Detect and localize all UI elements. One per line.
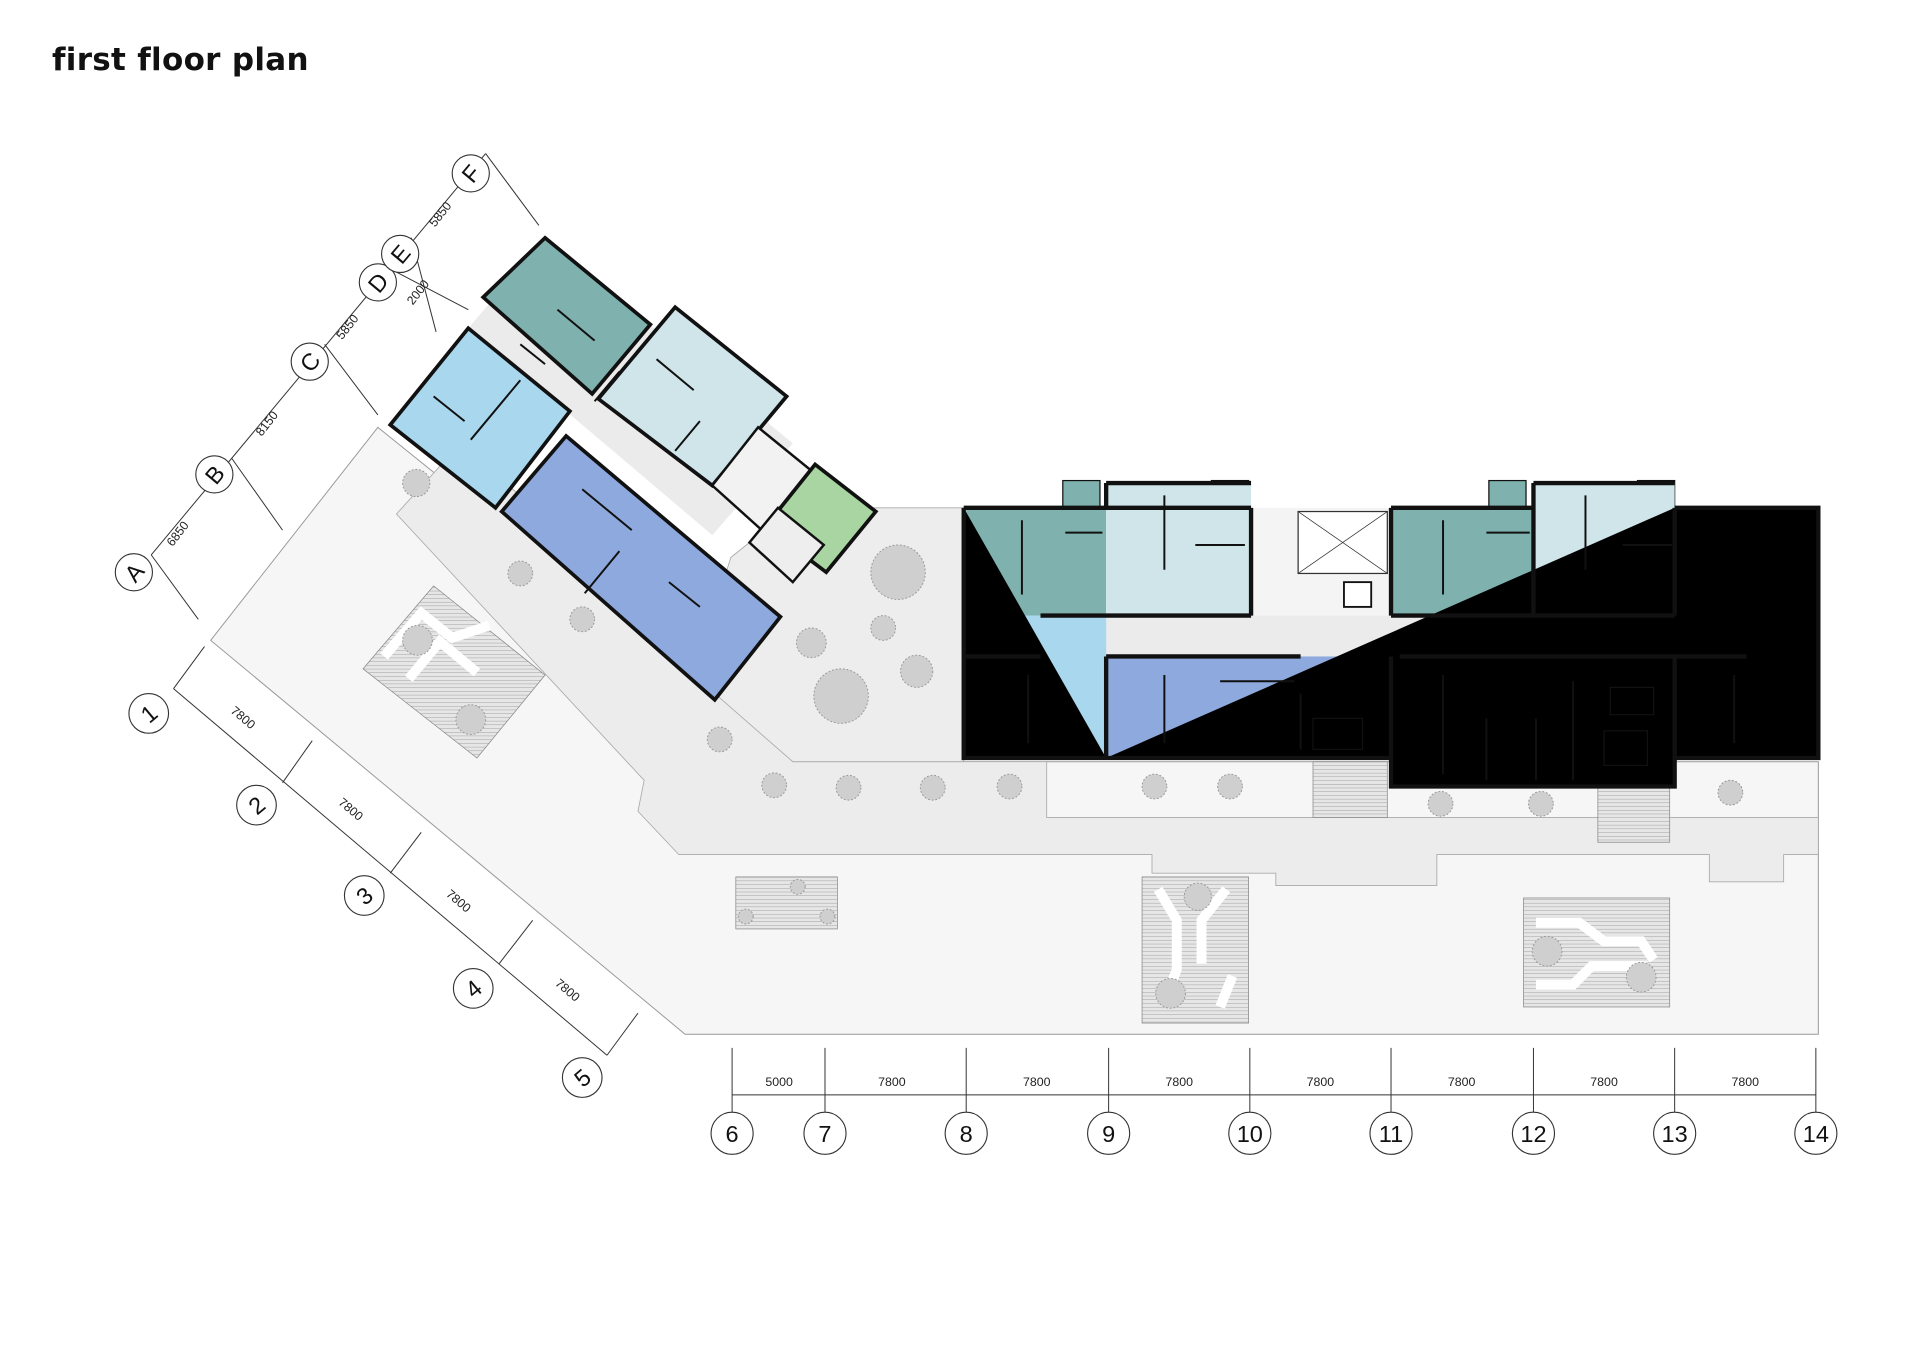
- dimension-label: 7800: [443, 887, 473, 915]
- svg-text:11: 11: [1379, 1121, 1403, 1147]
- axis-grid-lower: 1 2 3 4 5 7800 7800 7800 7800: [128, 646, 639, 1098]
- dimension-label: 7800: [228, 704, 258, 732]
- dimension-label: 7800: [1731, 1075, 1759, 1089]
- page-title: first floor plan: [52, 42, 309, 78]
- apartment-blue: [499, 433, 783, 703]
- axis-bubble-E: E: [381, 234, 420, 274]
- dimension-label: 7800: [1590, 1075, 1618, 1089]
- dimension-label: 7800: [1165, 1075, 1193, 1089]
- apartment-teal: [480, 235, 653, 397]
- axis-bubble-7: 7: [803, 1111, 847, 1155]
- balcony: [1488, 479, 1527, 509]
- seating-area: [1597, 786, 1671, 843]
- axis-bubble-2: 2: [236, 784, 277, 826]
- dimension-label: 7800: [878, 1075, 906, 1089]
- axis-bubble-5: 5: [561, 1057, 603, 1098]
- axis-bubble-3: 3: [343, 875, 385, 916]
- dimension-label: 7800: [1307, 1075, 1335, 1089]
- dimension-label: 2000: [404, 277, 432, 307]
- axis-bubble-F: F: [451, 154, 490, 193]
- seating-area: [735, 876, 838, 930]
- dimension-label: 7800: [1023, 1075, 1051, 1089]
- axis-bubble-C: C: [290, 342, 329, 381]
- axis-bubble-13: 13: [1653, 1111, 1697, 1155]
- svg-text:13: 13: [1662, 1121, 1688, 1147]
- dimension-label: 8150: [253, 408, 281, 438]
- dimension-label: 5000: [765, 1075, 793, 1089]
- axis-bubble-D: D: [358, 263, 398, 302]
- svg-text:10: 10: [1237, 1121, 1263, 1147]
- axis-bubble-9: 9: [1087, 1111, 1131, 1155]
- axis-bubble-4: 4: [452, 968, 494, 1009]
- dimension-label: 6850: [164, 519, 192, 549]
- trees: [402, 468, 1744, 1009]
- right-wing: [961, 479, 1821, 789]
- seating-area: [1312, 761, 1388, 818]
- axis-bubble-1: 1: [128, 693, 170, 734]
- apartment-pale: [1106, 483, 1252, 616]
- dimension-label: 5850: [333, 312, 361, 342]
- axis-bubble-8: 8: [944, 1111, 988, 1155]
- elevator-core: [747, 506, 826, 584]
- dimension-label: 7800: [336, 795, 366, 823]
- svg-text:8: 8: [960, 1121, 973, 1147]
- apartment-pale: [595, 304, 790, 489]
- svg-text:14: 14: [1803, 1121, 1829, 1147]
- axis-bubble-14: 14: [1794, 1111, 1838, 1155]
- diagonal-wing: [387, 235, 879, 703]
- svg-text:9: 9: [1102, 1121, 1115, 1147]
- axis-bubble-11: 11: [1369, 1111, 1413, 1155]
- dimension-label: 7800: [552, 976, 582, 1004]
- balcony: [1062, 479, 1101, 509]
- apartment-light-blue: [387, 325, 573, 511]
- svg-text:12: 12: [1520, 1121, 1546, 1147]
- axis-bubble-B: B: [195, 455, 234, 494]
- axis-bubble-12: 12: [1511, 1111, 1556, 1155]
- axis-bubble-A: A: [114, 553, 154, 592]
- dimension-label: 5850: [426, 199, 454, 229]
- axis-bubble-6: 6: [710, 1111, 754, 1155]
- axis-bubble-10: 10: [1228, 1111, 1272, 1155]
- dimension-label: 7800: [1448, 1075, 1476, 1089]
- svg-text:7: 7: [818, 1121, 831, 1147]
- svg-text:6: 6: [726, 1121, 739, 1147]
